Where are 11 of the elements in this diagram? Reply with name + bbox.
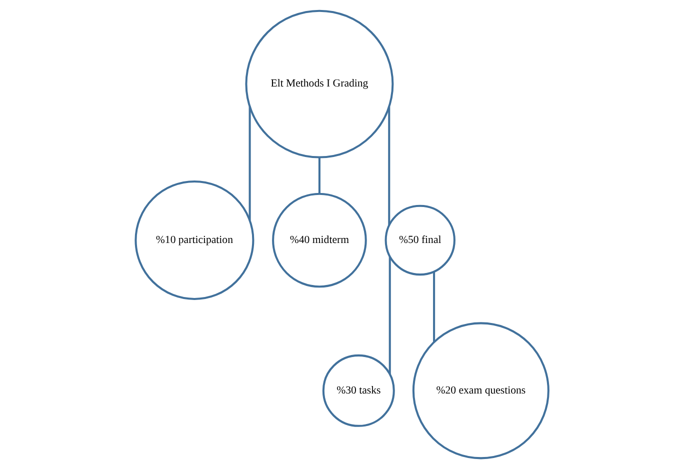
node-circle: %40 midterm — [272, 192, 366, 288]
node-circle: %20 exam questions — [412, 322, 549, 460]
node-circle: %50 final — [384, 204, 455, 276]
connector — [248, 106, 250, 220]
connector — [318, 157, 320, 194]
connector — [388, 106, 390, 226]
connector — [432, 272, 435, 342]
node-circle: %30 tasks — [322, 354, 394, 427]
node-circle: %10 participation — [134, 180, 254, 300]
node-circle: Elt Methods I Grading — [244, 10, 394, 158]
connector — [388, 256, 390, 374]
